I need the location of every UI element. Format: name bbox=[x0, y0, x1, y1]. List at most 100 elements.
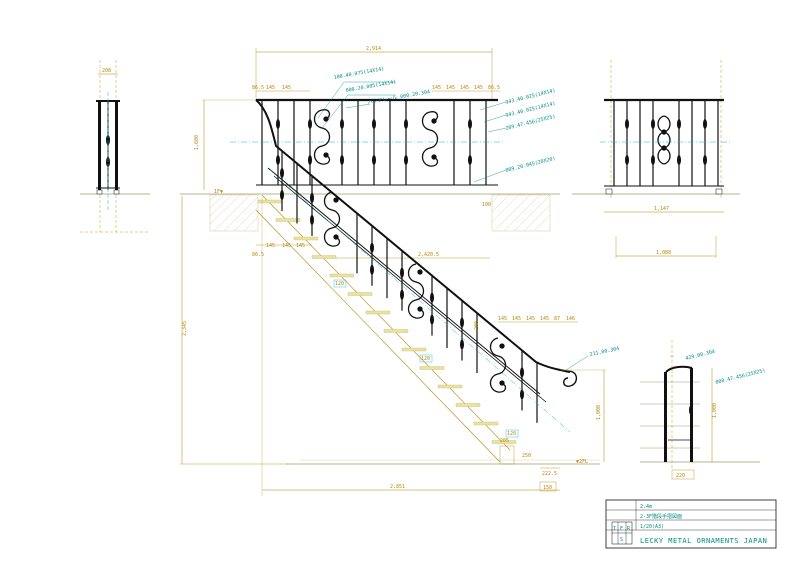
baluster-spacing-2: 145 bbox=[526, 316, 535, 322]
right-top-subwidth: 1,080 bbox=[656, 250, 671, 256]
tb-symbol-r: R bbox=[627, 526, 631, 532]
right-baluster bbox=[703, 100, 707, 186]
title-block: I F R S 2.4m 2-3F階段手摺図面 1/20(A3) LECKY M… bbox=[605, 499, 777, 549]
top-spacing-right-0: 145 bbox=[432, 85, 441, 91]
stair-tread bbox=[419, 366, 445, 370]
baluster bbox=[372, 100, 376, 185]
top-balusters bbox=[261, 100, 487, 185]
stair-balusters bbox=[280, 150, 538, 423]
top-spacing-right-1: 145 bbox=[446, 85, 455, 91]
tb-row-1: 2.4m bbox=[640, 504, 652, 510]
tread-dim-3: 120 bbox=[507, 431, 516, 437]
total-height-dim: 2,345 bbox=[182, 321, 188, 336]
bottom-spacing-1: 145 bbox=[266, 243, 275, 249]
scroll-ornament-top-right bbox=[421, 111, 439, 167]
stair-baluster bbox=[430, 275, 434, 336]
height-dim: 1,600 bbox=[194, 135, 200, 150]
scroll-ornament-right bbox=[657, 115, 671, 165]
stair-tread bbox=[437, 384, 463, 389]
stair-tread bbox=[275, 218, 301, 222]
top-spacing-left-0: 86.5 bbox=[252, 85, 264, 91]
note-9: 000.47.456(25X25) bbox=[715, 368, 766, 386]
stair-tread bbox=[491, 440, 517, 444]
baluster bbox=[340, 100, 344, 185]
right-baluster bbox=[651, 100, 655, 186]
baluster-spacing-5: 146 bbox=[566, 316, 575, 322]
stair-baluster bbox=[310, 175, 314, 236]
tb-symbol-i: I bbox=[613, 526, 616, 532]
right-balusters bbox=[613, 100, 719, 186]
base-dim-2: 150 bbox=[543, 485, 552, 491]
post-dim: 100 bbox=[482, 202, 491, 208]
base-dim-0: 250 bbox=[522, 453, 531, 459]
scroll-ornament-stair-3 bbox=[489, 337, 507, 393]
left-width-dim: 208 bbox=[102, 68, 111, 74]
stair-baluster bbox=[460, 300, 464, 361]
base-dim-1: 222.5 bbox=[542, 471, 557, 477]
tb-symbol-f: F bbox=[620, 526, 623, 532]
leader-notes: 100.40.075(14X14) 000.20.005(14X14) ハンドレ… bbox=[317, 66, 766, 386]
stair-baluster bbox=[370, 225, 374, 286]
tb-company: LECKY METAL ORNAMENTS JAPAN bbox=[640, 537, 767, 545]
stair-treads bbox=[257, 199, 517, 444]
bottom-spacing-0: 86.5 bbox=[252, 252, 264, 258]
stair-tread bbox=[329, 273, 355, 278]
note-7: 211.00.304 bbox=[589, 346, 620, 358]
right-baluster bbox=[625, 100, 629, 186]
bottom-run-dim: 2,851 bbox=[390, 484, 405, 490]
overall-width-dim: 2,914 bbox=[366, 46, 381, 52]
right-baluster bbox=[677, 100, 681, 186]
stair-tread bbox=[401, 347, 427, 352]
note-2: ハンドレール 000.20.304 bbox=[367, 89, 430, 106]
rail-dim: 200 bbox=[474, 321, 480, 330]
base-left-dim: 205 bbox=[500, 438, 509, 444]
right-top-view: 1,147 1,080 bbox=[572, 60, 740, 258]
scroll-ornament-stair-1 bbox=[323, 191, 341, 247]
top-spacing-right-2: 145 bbox=[460, 85, 469, 91]
baluster-spacing-0: 145 bbox=[498, 316, 507, 322]
baluster-spacing-1: 145 bbox=[512, 316, 521, 322]
baluster-spacing-3: 145 bbox=[540, 316, 549, 322]
stair-run-dim: 2,420.5 bbox=[418, 252, 439, 258]
top-spacing-left-1: 145 bbox=[266, 85, 275, 91]
end-volute bbox=[563, 370, 577, 387]
stair-tread bbox=[293, 236, 319, 241]
note-6: 009.20.045(20X20) bbox=[505, 156, 556, 174]
stair-tread bbox=[347, 292, 373, 296]
tread-dim-1: 120 bbox=[335, 281, 344, 287]
front-stair-view: 2,914 86.5 145 145 145 145 145 145 86.5 … bbox=[180, 46, 606, 496]
note-1: 000.20.005(14X14) bbox=[345, 79, 396, 94]
tb-symbol-s: S bbox=[620, 537, 623, 543]
baluster bbox=[308, 100, 312, 185]
top-spacing-right-3: 145 bbox=[474, 85, 483, 91]
scroll-ornament-stair-2 bbox=[407, 263, 425, 319]
right-bottom-base: 220 bbox=[676, 473, 685, 479]
stair-baluster bbox=[400, 250, 404, 311]
right-bottom-height: 1,000 bbox=[712, 403, 718, 418]
floor-mark-1f: 1F▼ bbox=[214, 189, 223, 195]
right-top-width: 1,147 bbox=[654, 206, 669, 212]
bottom-spacing-3: 145 bbox=[296, 243, 305, 249]
stair-tread bbox=[455, 403, 481, 407]
baluster bbox=[404, 100, 408, 185]
baluster-spacing-4: 87 bbox=[554, 316, 560, 322]
stair-tread bbox=[311, 255, 337, 259]
note-0: 100.40.075(14X14) bbox=[333, 66, 384, 81]
rail-height-dim: 1,000 bbox=[596, 405, 602, 420]
tb-row-2: 2-3F階段手摺図面 bbox=[640, 513, 682, 520]
stair-tread bbox=[473, 421, 499, 426]
scroll-ornament-top-left bbox=[313, 109, 331, 165]
left-side-view: 208 bbox=[80, 60, 150, 233]
tb-row-3: 1/20(A3) bbox=[640, 524, 664, 530]
stair-baluster bbox=[520, 350, 524, 411]
baluster bbox=[276, 100, 280, 185]
floor-mark-2fl: ▼2FL bbox=[576, 459, 588, 465]
note-8: 429.00.304 bbox=[685, 349, 716, 362]
baluster bbox=[468, 100, 472, 185]
bottom-spacing-2: 145 bbox=[282, 243, 291, 249]
stair-tread bbox=[383, 329, 409, 333]
top-spacing-left-2: 145 bbox=[282, 85, 291, 91]
right-bottom-view: 1,000 220 bbox=[640, 340, 760, 480]
top-spacing-right-4: 86.5 bbox=[488, 85, 500, 91]
